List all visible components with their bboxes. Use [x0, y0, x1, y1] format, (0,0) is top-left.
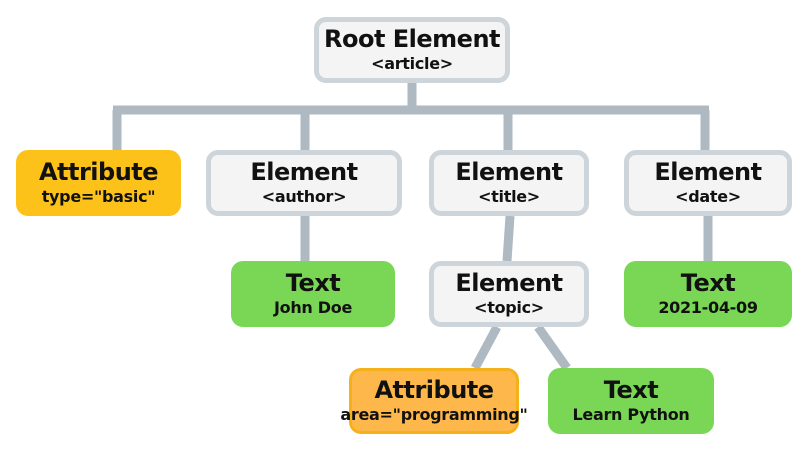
node-value: type="basic" — [41, 187, 156, 206]
node-tag: <author> — [261, 187, 347, 206]
node-title: Attribute — [374, 376, 494, 404]
node-tag: <date> — [675, 187, 741, 206]
element-author-node: Element <author> — [206, 150, 402, 216]
node-title: Element — [455, 269, 563, 297]
element-title-node: Element <title> — [429, 150, 589, 216]
text-topic-node: Text Learn Python — [548, 368, 714, 434]
connector-topic-to-text — [534, 324, 571, 371]
text-date-node: Text 2021-04-09 — [624, 261, 792, 327]
node-value: area="programming" — [340, 405, 528, 424]
node-value: John Doe — [273, 298, 353, 317]
element-topic-node: Element <topic> — [429, 261, 589, 327]
node-value: 2021-04-09 — [658, 298, 758, 317]
node-tag: <topic> — [474, 298, 544, 317]
text-author-node: Text John Doe — [231, 261, 395, 327]
element-date-node: Element <date> — [624, 150, 792, 216]
node-title: Attribute — [38, 158, 159, 186]
node-title: Element — [654, 158, 762, 186]
node-title: Element — [250, 158, 358, 186]
attribute-type-node: Attribute type="basic" — [16, 150, 181, 216]
node-title: Text — [285, 269, 341, 297]
attribute-area-node: Attribute area="programming" — [340, 368, 528, 434]
node-title: Text — [603, 376, 659, 404]
node-tag: <title> — [478, 187, 540, 206]
node-title: Element — [455, 158, 563, 186]
node-title: Root Element — [323, 25, 501, 53]
node-tag: <article> — [371, 54, 453, 73]
connector-title-to-topic — [502, 215, 515, 262]
connector-topic-to-attr-area — [471, 324, 501, 371]
node-value: Learn Python — [572, 405, 690, 424]
node-title: Text — [680, 269, 736, 297]
root-element-node: Root Element <article> — [314, 17, 510, 83]
